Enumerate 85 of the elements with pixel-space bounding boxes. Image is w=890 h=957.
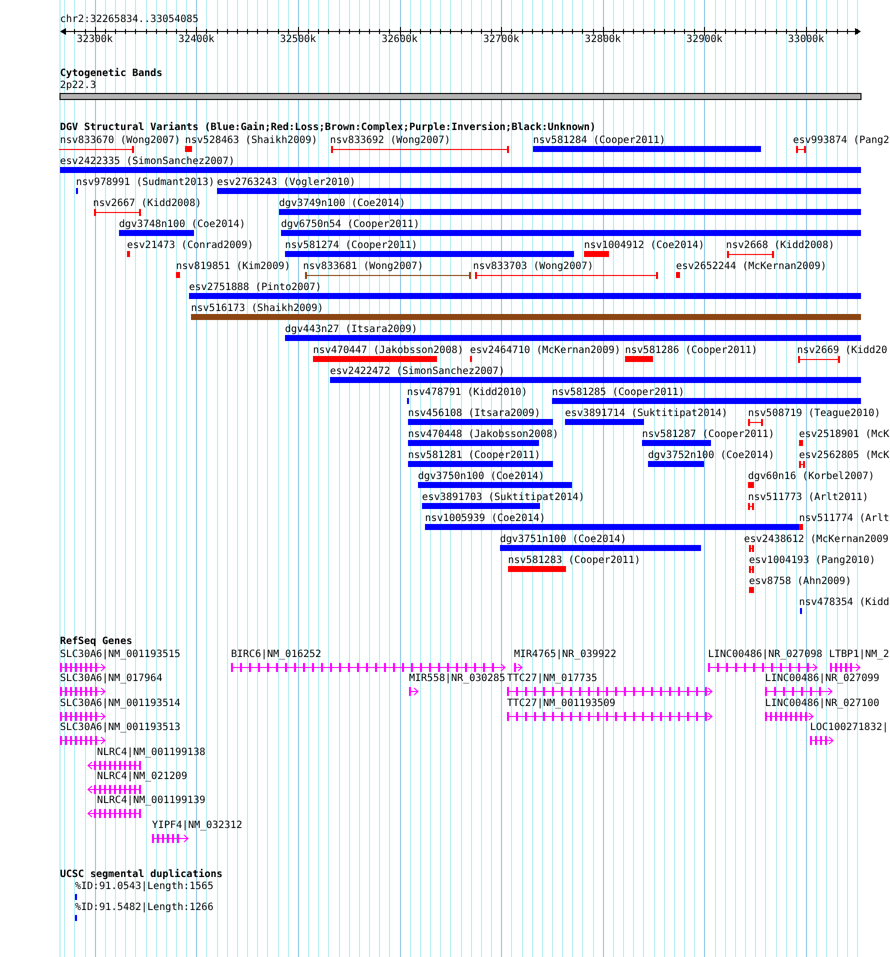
- variant-label: dgv443n27 (Itsara2009): [285, 324, 418, 336]
- gene-label: TTC27|NM_001193509: [507, 698, 616, 710]
- variant-label: esv2763243 (Vogler2010): [217, 177, 356, 189]
- variant-label: nsv833703 (Wong2007): [473, 261, 594, 273]
- tick-label: 32500k: [280, 34, 316, 46]
- gene-label: LOC100271832|: [810, 722, 888, 734]
- variant-label: dgv3751n100 (Coe2014): [500, 534, 626, 546]
- variant-label: esv2438612 (McKernan2009: [744, 534, 888, 546]
- variant-label: esv2518901 (McK: [799, 429, 890, 441]
- gene-label: SLC30A6|NM_001193513: [60, 722, 180, 734]
- variant-label: dgv6750n54 (Cooper2011): [281, 219, 420, 231]
- variant-label: nsv819851 (Kim2009): [176, 261, 290, 273]
- track-title: RefSeq Genes: [60, 636, 132, 648]
- variant-label: dgv3750n100 (Coe2014): [418, 471, 544, 483]
- gene-label: MIR558|NR_030285: [409, 673, 506, 686]
- variant-label: nsv2668 (Kidd2008): [726, 240, 834, 252]
- variant-label: nsv478791 (Kidd2010): [407, 387, 528, 399]
- gene-label: MIR4765|NR_039922: [514, 649, 616, 661]
- variant-label: nsv2667 (Kidd2008): [93, 198, 202, 210]
- variant-label: nsv581274 (Cooper2011): [285, 240, 418, 252]
- variant-label: esv2422472 (SimonSanchez2007): [330, 366, 505, 378]
- coordinate-range: chr2:32265834..33054085: [60, 14, 198, 26]
- tick-label: 32700k: [483, 34, 520, 46]
- variant-label: esv2652244 (McKernan2009): [676, 261, 827, 273]
- duplication-label: %ID:91.5482|Length:1266: [75, 902, 214, 914]
- variant-label: esv1004193 (Pang2010): [749, 555, 876, 567]
- gene-label: LINC00486|NR_027099: [765, 673, 880, 686]
- variant-label: esv8758 (Ahn2009): [749, 576, 852, 588]
- variant-label: nsv833692 (Wong2007): [330, 135, 450, 147]
- variant-label: nsv516173 (Shaikh2009): [191, 303, 324, 315]
- variant-label: nsv1005939 (Coe2014): [425, 513, 546, 525]
- variant-label: nsv1004912 (Coe2014): [584, 240, 704, 252]
- variant-label: nsv581283 (Cooper2011): [508, 555, 640, 567]
- gene-label: SLC30A6|NM_001193514: [60, 698, 180, 710]
- variant-label: nsv581281 (Cooper2011): [408, 450, 540, 462]
- variant-label: esv2422335 (SimonSanchez2007): [60, 156, 235, 168]
- variant-label: dgv3749n100 (Coe2014): [279, 198, 406, 210]
- gene-label: NLRC4|NM_001199139: [97, 795, 206, 808]
- variant-label: esv3891703 (Suktitipat2014): [422, 492, 585, 504]
- variant-label: esv21473 (Conrad2009): [127, 240, 254, 252]
- gene-label: LTBP1|NM_2: [829, 649, 890, 661]
- variant-label: dgv3748n100 (Coe2014): [119, 219, 246, 231]
- variant-label: nsv581284 (Cooper2011): [533, 135, 666, 147]
- variant-label: dgv60n16 (Korbel2007): [748, 471, 874, 483]
- variant-label: dgv3752n100 (Coe2014): [648, 450, 774, 462]
- tick-label: 32800k: [584, 34, 621, 46]
- variant-label: esv993874 (Pang2: [793, 135, 890, 147]
- variant-label: nsv511773 (Arlt2011): [748, 492, 868, 504]
- variant-label: nsv528463 (Shaikh2009): [185, 135, 318, 147]
- variant-label: nsv511774 (Arlt: [799, 513, 890, 525]
- track-title: Cytogenetic Bands: [60, 68, 162, 80]
- variant-label: esv2562805 (McK: [799, 450, 890, 462]
- variant-label: esv2464710 (McKernan2009): [470, 345, 621, 357]
- gene-label: NLRC4|NM_001199138: [97, 746, 206, 759]
- variant-label: nsv978991 (Sudmant2013): [76, 177, 214, 189]
- tick-label: 32300k: [76, 34, 113, 46]
- variant-label: nsv581287 (Cooper2011): [642, 429, 774, 441]
- variant-label: nsv470447 (Jakobsson2008): [313, 345, 464, 357]
- variant-label: nsv581286 (Cooper2011): [625, 345, 758, 357]
- gene-label: LINC00486|NR_027098: [708, 649, 822, 661]
- variant-label: nsv581285 (Cooper2011): [552, 387, 684, 399]
- variant-label: nsv478354 (Kidd: [799, 597, 890, 609]
- tick-label: 32400k: [178, 34, 214, 46]
- gene-label: SLC30A6|NM_017964: [60, 673, 162, 686]
- tick-label: 33000k: [788, 34, 824, 46]
- track-title: UCSC segmental duplications: [60, 869, 223, 881]
- gene-label: TTC27|NM_017735: [507, 673, 598, 686]
- gene-label: NLRC4|NM_021209: [97, 771, 188, 783]
- variant-label: esv2751888 (Pinto2007): [189, 282, 322, 294]
- track-title: DGV Structural Variants (Blue:Gain;Red:Loss;Brown:Complex;Purple:Inversion;Black:Unknown): [60, 122, 596, 134]
- variant-label: nsv470448 (Jakobsson2008): [408, 429, 559, 441]
- variant-label: nsv508719 (Teague2010): [748, 408, 880, 420]
- gene-label: LINC00486|NR_027100: [765, 698, 880, 710]
- variant-label: nsv833681 (Wong2007): [303, 261, 424, 273]
- gene-label: YIPF4|NM_032312: [152, 820, 242, 832]
- band-label: 2p22.3: [60, 80, 96, 92]
- variant-label: nsv833670 (Wong2007): [60, 135, 180, 147]
- tick-label: 32900k: [686, 34, 723, 46]
- gene-label: BIRC6|NM_016252: [231, 649, 322, 661]
- variant-label: esv3891714 (Suktitipat2014): [565, 408, 728, 420]
- tick-label: 32600k: [382, 34, 418, 46]
- variant-label: nsv456108 (Itsara2009): [408, 408, 540, 420]
- gene-label: SLC30A6|NM_001193515: [60, 649, 180, 661]
- variant-label: nsv2669 (Kidd20: [797, 345, 888, 357]
- duplication-label: %ID:91.0543|Length:1565: [75, 881, 214, 893]
